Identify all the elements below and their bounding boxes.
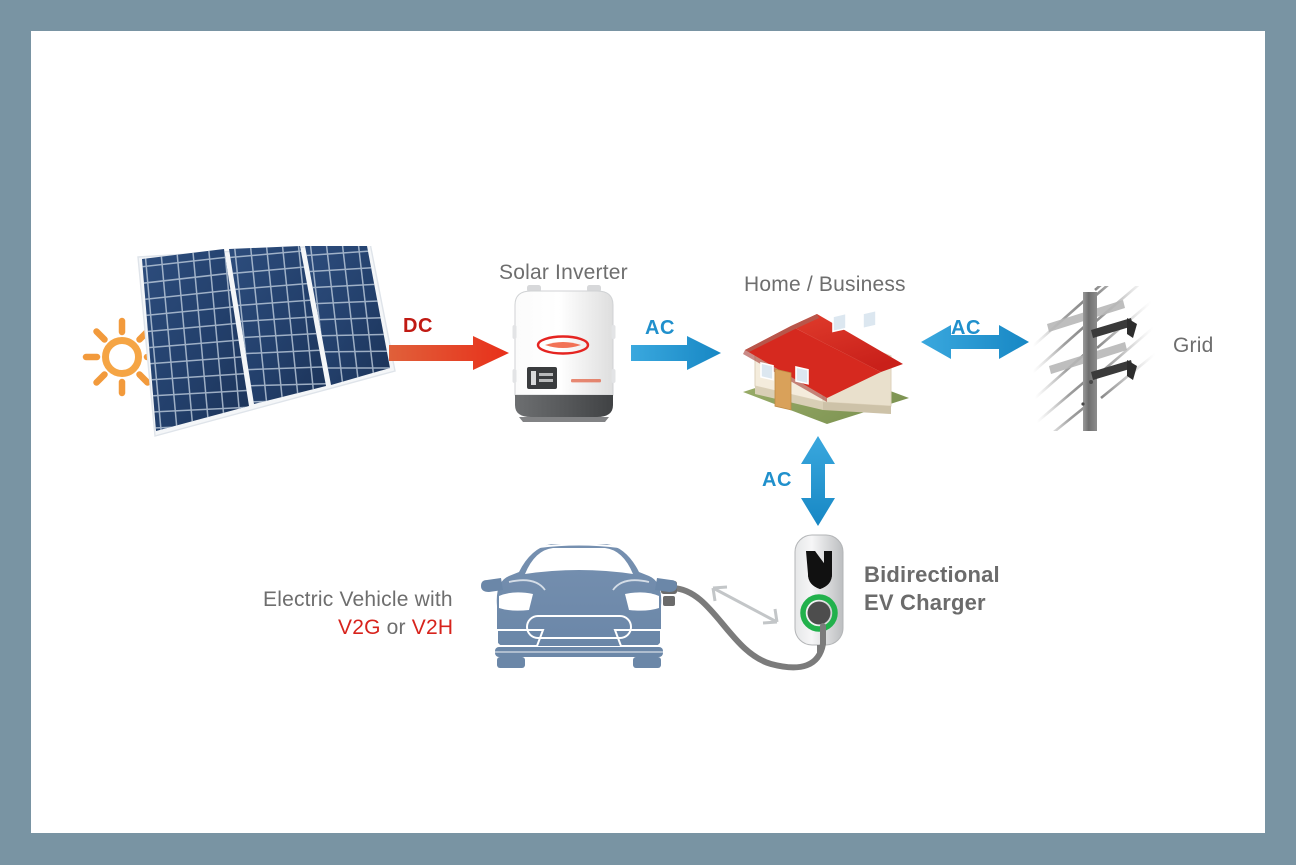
flow-label-ac-1: AC	[645, 317, 675, 339]
ev-label-line2: V2G or V2H	[338, 615, 453, 641]
flow-label-ac-2: AC	[951, 317, 981, 339]
charger-label-line1: Bidirectional	[864, 562, 1000, 587]
diagram-canvas: DC Solar Inverter	[31, 31, 1265, 833]
arrow-ac-house-charger	[795, 436, 841, 526]
charger-label-line2: EV Charger	[864, 590, 986, 615]
arrow-ac-inverter-house	[631, 336, 721, 370]
flow-label-dc: DC	[403, 315, 433, 337]
ev-label-v2h: V2H	[411, 616, 454, 639]
utility-pole-icon	[1031, 251, 1171, 446]
ev-label-or: or	[380, 616, 412, 639]
flow-label-ac-3: AC	[762, 469, 792, 491]
house-icon	[731, 306, 916, 426]
arrow-dc	[389, 336, 509, 370]
ev-label-line1: Electric Vehicle with	[263, 588, 453, 611]
electric-car-icon	[479, 534, 679, 674]
house-label: Home / Business	[744, 273, 906, 296]
charging-cable	[651, 566, 851, 681]
ev-charger-icon	[791, 531, 851, 656]
solar-inverter-icon	[505, 283, 623, 423]
arrow-ac-house-grid	[921, 321, 1029, 363]
ev-label-v2g: V2G	[338, 616, 381, 639]
inverter-label: Solar Inverter	[499, 261, 628, 284]
solar-panel-icon	[136, 242, 401, 441]
grid-label: Grid	[1173, 334, 1214, 357]
